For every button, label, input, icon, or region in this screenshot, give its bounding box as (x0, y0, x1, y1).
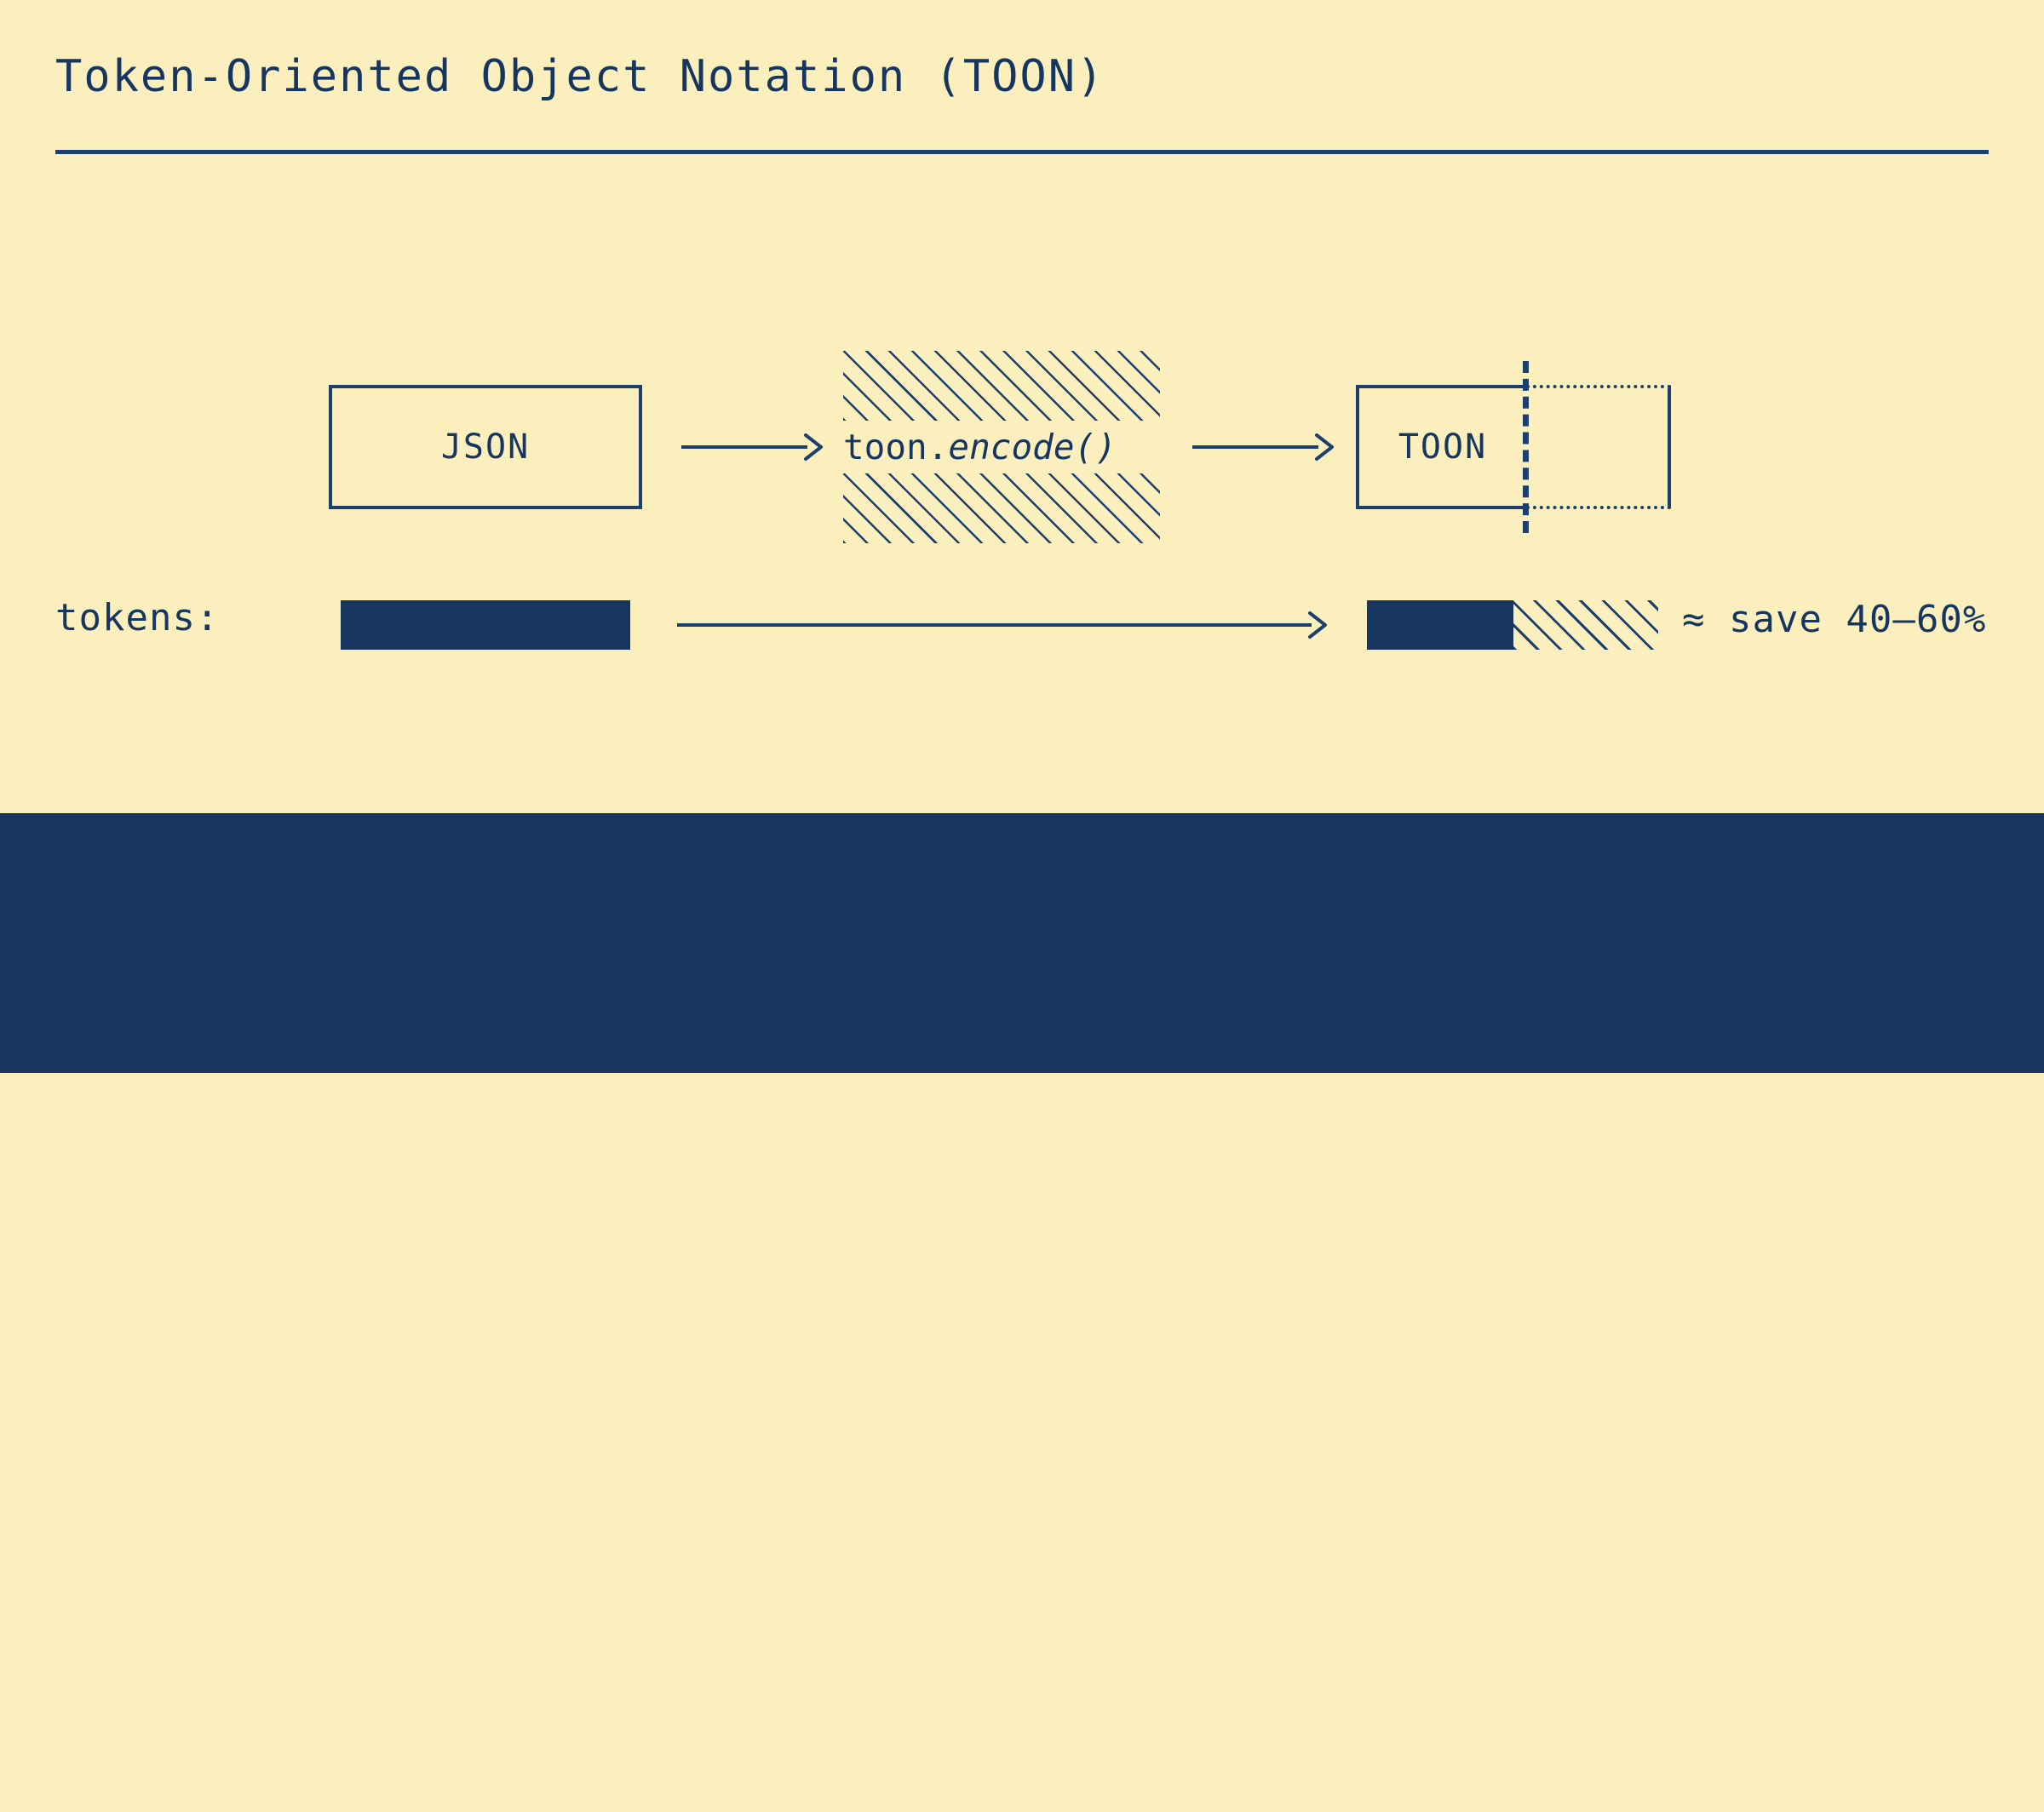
json-node-label: JSON (440, 427, 531, 467)
encode-call: encode() (948, 427, 1117, 467)
sample-label: sample: (55, 1699, 220, 1742)
sample-row-arrow-icon: → (413, 1703, 433, 1740)
sample-row-kind: TOON (319, 1769, 416, 1812)
toon-token-savings-hatch (1513, 600, 1658, 650)
toon-node-label: TOON (1398, 427, 1488, 467)
sample-row-code: { "tags": ["jazz", "chill", "lofi"] } (481, 1699, 1317, 1742)
json-token-bar (341, 600, 630, 650)
sample-row-arrow-icon: → (413, 1773, 433, 1810)
tokens-label: tokens: (55, 596, 220, 639)
toon-node-solid-part: TOON (1356, 385, 1526, 509)
sample-row-kind: JSON (319, 1699, 416, 1742)
json-node: JSON (329, 385, 642, 509)
encode-hatch-bottom (843, 473, 1160, 543)
toon-token-bar (1367, 600, 1513, 650)
encode-hatch-top (843, 351, 1160, 421)
savings-note: ≈ save 40–60% (1682, 598, 1987, 641)
encode-prefix: toon. (843, 427, 949, 467)
toon-node: TOON (1356, 361, 1671, 533)
sample-row: JSON → { "tags": ["jazz", "chill", "lofi… (319, 1699, 1316, 1742)
title-divider (55, 150, 1989, 154)
arrow-json-to-encode-line (681, 445, 807, 449)
page-title: Token-Oriented Object Notation (TOON) (55, 51, 1105, 102)
sample-row-code: tags[3]: jazz,chill,lofi (481, 1769, 1023, 1812)
toon-node-divider (1523, 361, 1529, 533)
sample-panel: sample: JSON → { "tags": ["jazz", "chill… (0, 813, 2044, 1812)
toon-node-dotted-part (1526, 385, 1671, 509)
encode-call-label: toon.encode() (843, 421, 1160, 473)
sample-row: TOON → tags[3]: jazz,chill,lofi (319, 1769, 1023, 1812)
arrow-encode-to-toon-line (1192, 445, 1318, 449)
poster-canvas: Token-Oriented Object Notation (TOON) JS… (0, 51, 2044, 1812)
tokens-comparison-arrow-line (677, 623, 1312, 627)
